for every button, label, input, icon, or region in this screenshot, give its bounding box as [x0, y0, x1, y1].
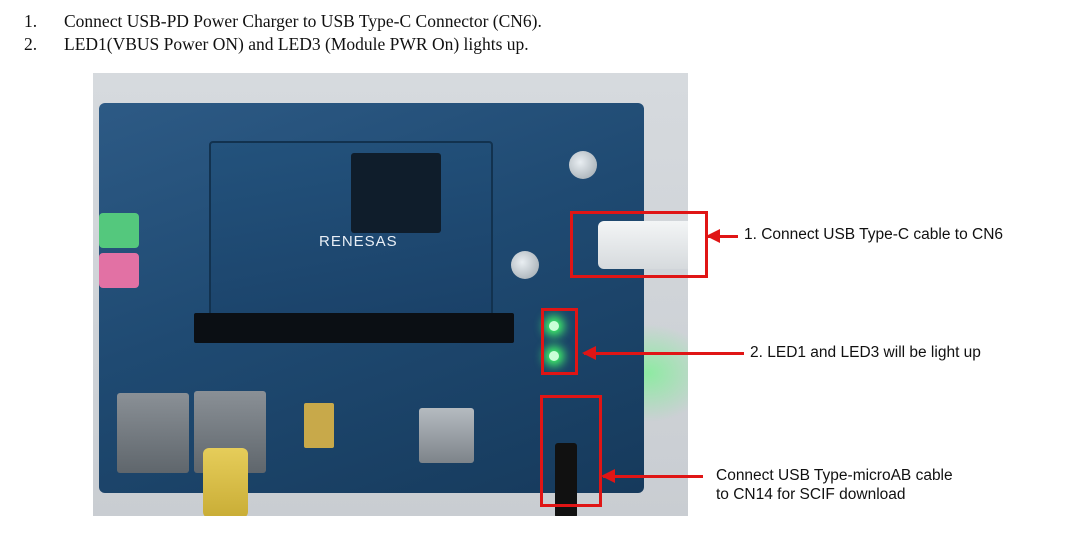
- callout-leds: 2. LED1 and LED3 will be light up: [750, 344, 981, 361]
- step-number: 2.: [24, 34, 38, 54]
- instruction-step-1: 1. Connect USB-PD Power Charger to USB Ty…: [24, 10, 542, 33]
- callout-microab-line1: Connect USB Type-microAB cable: [716, 467, 953, 484]
- led3: [549, 351, 559, 361]
- board-logo: RENESAS: [319, 233, 398, 250]
- yellow-ethernet-cable: [203, 448, 248, 516]
- callout-microab-line2: to CN14 for SCIF download: [716, 486, 906, 503]
- led-highlight-box: [541, 308, 578, 375]
- arrow-to-cn14: [601, 469, 703, 483]
- pink-audio-jack: [99, 253, 139, 288]
- instruction-list: 1. Connect USB-PD Power Charger to USB Ty…: [24, 10, 542, 56]
- step-number: 1.: [24, 11, 38, 31]
- carrier-board: RENESAS: [99, 103, 644, 493]
- cn6-highlight-box: [570, 211, 708, 278]
- callout-usb-c: 1. Connect USB Type-C cable to CN6: [744, 226, 1004, 243]
- callout-microab: Connect USB Type-microAB cable to CN14 f…: [716, 466, 953, 504]
- usb-a-port: [419, 408, 474, 463]
- cn14-highlight-box: [540, 395, 602, 507]
- soc-chip: [351, 153, 441, 233]
- usb-microab-cable: [555, 443, 577, 516]
- instruction-step-2: 2. LED1(VBUS Power ON) and LED3 (Module P…: [24, 33, 542, 56]
- ethernet-port-1: [117, 393, 189, 473]
- arrow-to-leds: [582, 346, 744, 360]
- capacitor: [511, 251, 539, 279]
- som-module: RENESAS: [209, 141, 493, 320]
- arrow-to-cn6: [706, 229, 738, 243]
- led1: [549, 321, 559, 331]
- expansion-slot: [194, 313, 514, 343]
- board-photo: RENESAS: [93, 73, 688, 516]
- usb-type-c-cable: [598, 221, 688, 269]
- capacitor: [569, 151, 597, 179]
- step-text: Connect USB-PD Power Charger to USB Type…: [64, 11, 542, 31]
- green-audio-jack: [99, 213, 139, 248]
- sd-card: [304, 403, 334, 448]
- step-text: LED1(VBUS Power ON) and LED3 (Module PWR…: [64, 34, 529, 54]
